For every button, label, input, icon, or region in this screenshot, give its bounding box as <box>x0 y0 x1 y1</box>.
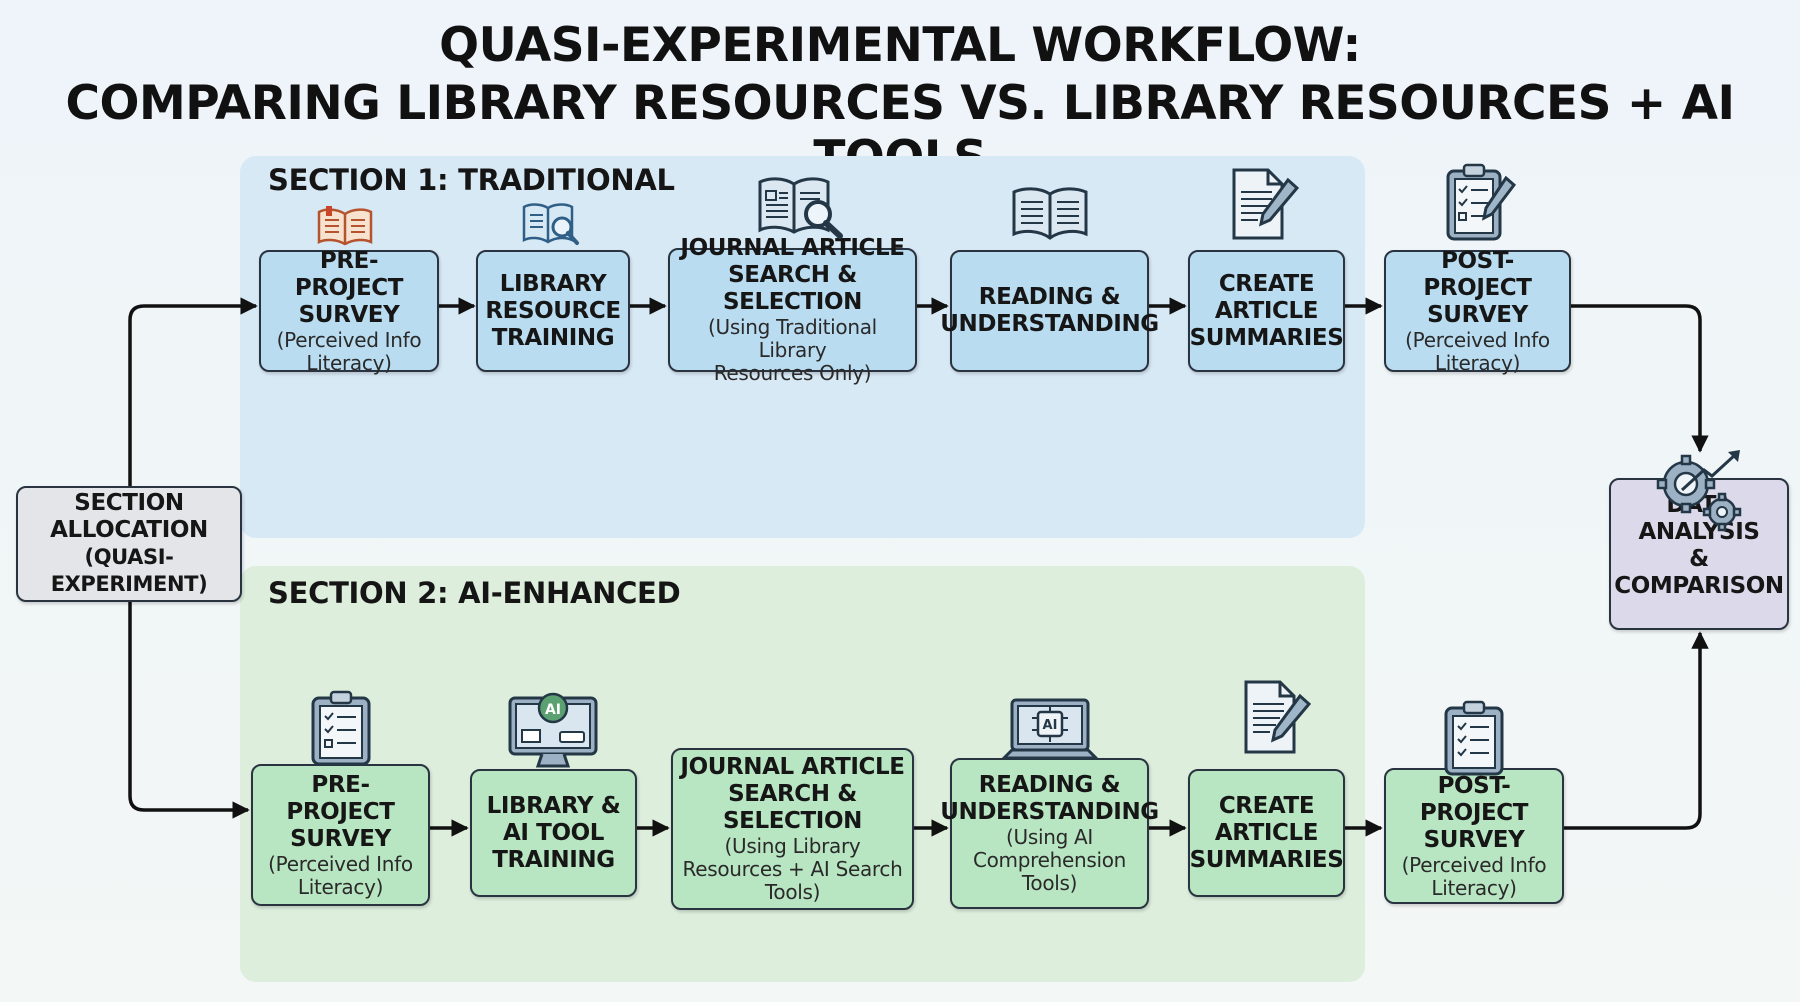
analysis-line-2: & COMPARISON <box>1614 546 1784 599</box>
step-subtitle: (Perceived Info <box>1405 327 1550 352</box>
step-title: AI TOOL <box>502 819 604 846</box>
clipboard-checklist-icon <box>1444 700 1504 776</box>
step-subtitle: Literacy) <box>1434 350 1521 375</box>
step-title: POST-PROJECT <box>1419 772 1529 826</box>
step-title: LIBRARY & <box>486 792 621 819</box>
section-2-label: SECTION 2: AI-ENHANCED <box>268 576 681 610</box>
step-title: JOURNAL ARTICLE <box>680 754 905 780</box>
step-subtitle: (Using Traditional Library <box>708 315 877 362</box>
step-subtitle: Literacy) <box>1431 875 1517 900</box>
step-title: SEARCH & SELECTION <box>723 262 862 315</box>
s2-reading-understanding-box: READING & UNDERSTANDING (Using AI Compre… <box>940 758 1159 909</box>
step-title: SEARCH & SELECTION <box>723 781 862 834</box>
ai-monitor-icon: AI <box>508 692 598 768</box>
ai-laptop-icon: AI <box>1002 698 1098 760</box>
open-book-icon <box>1012 187 1088 240</box>
step-title: SURVEY <box>1423 826 1525 853</box>
step-title: SURVEY <box>290 825 391 852</box>
step-subtitle: Literacy) <box>297 874 384 899</box>
allocation-line-2: ALLOCATION <box>50 517 208 543</box>
step-title: SURVEY <box>298 301 400 328</box>
step-subtitle: Literacy) <box>306 350 392 375</box>
s1-reading-understanding-box: READING & UNDERSTANDING <box>940 250 1159 372</box>
step-subtitle: Resources Only) <box>713 361 872 385</box>
step-title: ARTICLE <box>1214 297 1319 324</box>
clipboard-checklist-icon <box>1446 163 1517 241</box>
step-title: SURVEY <box>1427 301 1528 328</box>
book-search-icon <box>522 203 579 245</box>
step-title: LIBRARY <box>499 270 607 297</box>
step-subtitle: (Using Library <box>724 834 861 858</box>
step-title: CREATE <box>1218 270 1315 297</box>
step-subtitle: Comprehension <box>972 848 1127 872</box>
step-title: TRAINING <box>491 324 615 351</box>
s2-create-summaries-box: CREATE ARTICLE SUMMARIES <box>1188 769 1345 897</box>
s2-pre-project-survey-box: PRE-PROJECT SURVEY (Perceived Info Liter… <box>251 764 430 906</box>
step-subtitle: Tools) <box>1021 871 1078 895</box>
section-allocation-box: SECTION ALLOCATION (QUASI-EXPERIMENT) <box>16 486 242 602</box>
diagram-title-line-2: COMPARING LIBRARY RESOURCES VS. LIBRARY … <box>65 76 1735 186</box>
arrow-to-section-1 <box>128 297 258 486</box>
step-title: JOURNAL ARTICLE <box>680 235 905 261</box>
arrow-to-analysis-top <box>1571 304 1709 453</box>
s2-library-ai-training-box: LIBRARY & AI TOOL TRAINING <box>470 769 637 897</box>
clipboard-checklist-icon <box>311 690 371 766</box>
step-title: PRE-PROJECT <box>294 247 404 301</box>
allocation-line-1: SECTION <box>74 490 184 516</box>
journal-magnifier-icon <box>758 177 843 239</box>
s1-pre-project-survey-box: PRE-PROJECT SURVEY (Perceived Info Liter… <box>259 247 439 375</box>
step-subtitle: (Perceived Info <box>268 851 413 876</box>
section-1-label: SECTION 1: TRADITIONAL <box>268 163 675 197</box>
step-title: UNDERSTANDING <box>940 799 1159 825</box>
svg-text:AI: AI <box>545 702 561 718</box>
arrow-to-section-2 <box>128 602 250 819</box>
arrow-to-analysis-bottom <box>1564 631 1709 830</box>
open-book-icon <box>317 206 373 246</box>
step-title: SUMMARIES <box>1189 324 1344 351</box>
step-subtitle: Tools) <box>764 880 821 904</box>
step-title: READING & <box>978 772 1121 798</box>
step-title: SUMMARIES <box>1189 846 1344 873</box>
step-subtitle: (Perceived Info <box>276 327 422 352</box>
allocation-line-3: (QUASI-EXPERIMENT) <box>50 545 208 596</box>
step-title: TRAINING <box>492 846 615 873</box>
document-pen-icon <box>1244 680 1312 754</box>
step-title: READING & <box>978 284 1121 310</box>
step-subtitle: Resources + AI Search <box>682 857 903 881</box>
document-pen-icon <box>1232 168 1300 240</box>
step-title: ARTICLE <box>1214 819 1319 846</box>
step-title: PRE-PROJECT <box>286 771 395 825</box>
s1-create-summaries-box: CREATE ARTICLE SUMMARIES <box>1188 250 1345 372</box>
step-title: UNDERSTANDING <box>940 311 1159 337</box>
step-title: CREATE <box>1218 792 1315 819</box>
s1-post-project-survey-box: POST-PROJECT SURVEY (Perceived Info Lite… <box>1384 247 1571 375</box>
step-title: RESOURCE <box>485 297 621 324</box>
s1-journal-search-box: JOURNAL ARTICLE SEARCH & SELECTION (Usin… <box>668 235 917 385</box>
diagram-title-line-1: QUASI-EXPERIMENTAL WORKFLOW: <box>439 18 1361 73</box>
step-subtitle: (Perceived Info <box>1401 852 1547 877</box>
svg-text:AI: AI <box>1043 718 1058 733</box>
s2-post-project-survey-box: POST-PROJECT SURVEY (Perceived Info Lite… <box>1384 768 1564 904</box>
gears-chart-icon <box>1656 450 1742 532</box>
step-subtitle: (Using AI <box>1005 825 1094 849</box>
step-title: POST-PROJECT <box>1423 247 1532 301</box>
s1-library-resource-training-box: LIBRARY RESOURCE TRAINING <box>476 250 630 372</box>
s2-journal-search-box: JOURNAL ARTICLE SEARCH & SELECTION (Usin… <box>671 748 914 910</box>
